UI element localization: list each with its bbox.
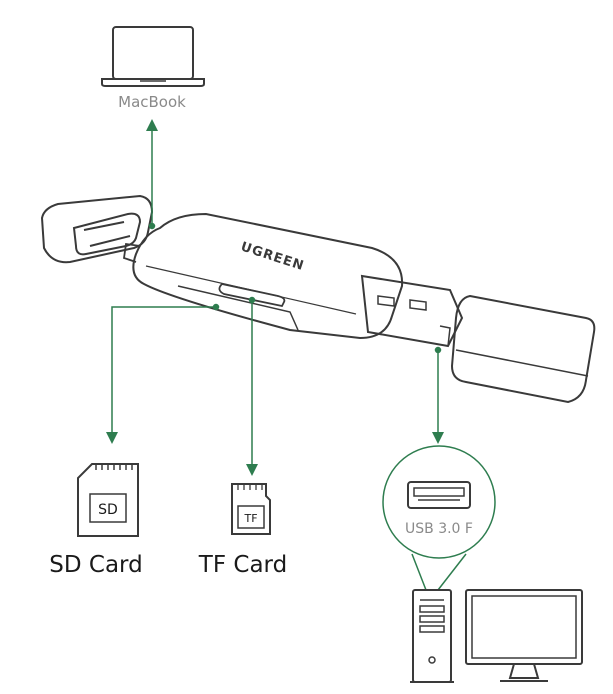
- sd-card-icon: [77, 463, 139, 537]
- usb-c-cap: [40, 194, 154, 264]
- tf-card-icon-text: TF: [243, 512, 257, 525]
- laptop-icon: [101, 26, 205, 87]
- brand-logo: UGREEN: [239, 240, 306, 275]
- usb-a-cap: [450, 294, 596, 404]
- sd-card-label: SD Card: [49, 552, 142, 578]
- monitor-icon: [465, 589, 583, 682]
- usb-port-label: USB 3.0 F: [405, 521, 473, 537]
- tf-card-icon: [231, 483, 271, 535]
- desktop-tower-icon: [410, 589, 454, 683]
- card-reader-body: [123, 212, 464, 348]
- macbook-label: MacBook: [118, 93, 186, 111]
- usb-port-callout: [382, 445, 496, 559]
- connection-arrows: [106, 119, 467, 591]
- usb-port-icon: [407, 481, 471, 509]
- tf-card-label: TF Card: [198, 552, 287, 578]
- sd-card-icon-text: SD: [98, 502, 118, 518]
